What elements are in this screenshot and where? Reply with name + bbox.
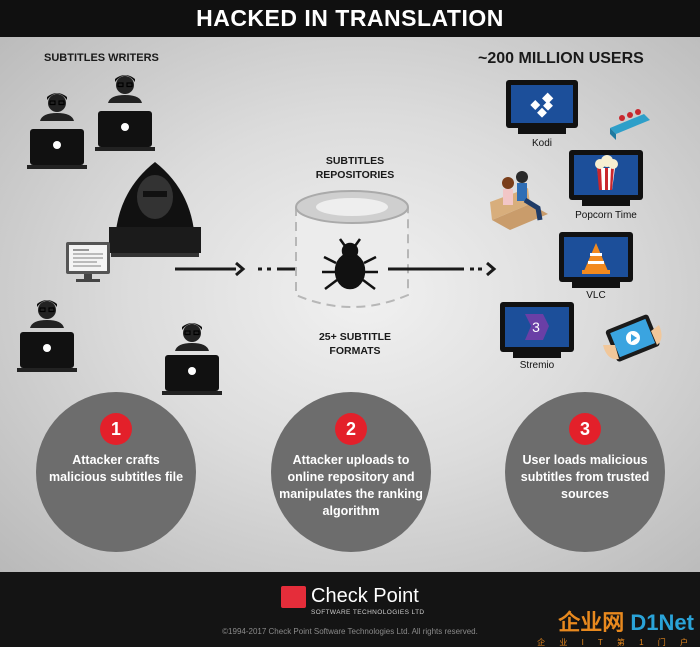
header-bar: HACKED IN TRANSLATION <box>0 0 700 37</box>
popcorn-tv-icon <box>569 150 643 206</box>
copyright-text: ©1994-2017 Check Point Software Technolo… <box>222 627 478 636</box>
brand-name: Check Point <box>311 585 419 607</box>
page-title: HACKED IN TRANSLATION <box>196 5 504 31</box>
step-3-circle: 3 User loads malicious subtitles from tr… <box>505 392 665 552</box>
writer-icon <box>107 74 143 104</box>
infographic-body: 3 SUBTIT <box>0 37 700 572</box>
step-2-circle: 2 Attacker uploads to online repository … <box>271 392 431 552</box>
document-monitor-icon <box>66 242 110 282</box>
step-1-circle: 1 Attacker crafts malicious subtitles fi… <box>36 392 196 552</box>
repositories-label: SUBTITLES REPOSITORIES <box>315 155 395 181</box>
hacker-icon <box>109 162 201 257</box>
users-count-label: ~200 MILLION USERS <box>478 50 644 67</box>
svg-text:3: 3 <box>532 319 540 335</box>
flow-arrow-right <box>388 261 497 277</box>
couple-on-sofa-icon <box>490 171 548 230</box>
flow-arrow-left <box>175 261 300 277</box>
cinema-seats-icon <box>610 109 650 140</box>
device-label-stremio: Stremio <box>519 360 555 371</box>
laptop-icon <box>162 355 222 395</box>
step-description: Attacker uploads to online repository an… <box>279 453 423 518</box>
device-label-popcorn-time: Popcorn Time <box>575 210 637 221</box>
footer-bar: Check Point SOFTWARE TECHNOLOGIES LTD ©1… <box>0 572 700 647</box>
laptop-icon <box>17 332 77 372</box>
step-description: User loads malicious subtitles from trus… <box>520 453 650 501</box>
vlc-tv-icon <box>559 232 633 288</box>
device-label-vlc: VLC <box>586 290 606 301</box>
step-description: Attacker crafts malicious subtitles file <box>48 453 184 484</box>
watermark-sub-text: 企 业 I T 第 1 门 户 <box>537 638 694 647</box>
brand-tagline: SOFTWARE TECHNOLOGIES LTD <box>311 609 425 616</box>
writer-icon <box>39 92 75 122</box>
tablet-hands-icon <box>603 314 662 362</box>
bug-icon <box>322 238 378 290</box>
laptop-icon <box>27 129 87 169</box>
check-point-logo-icon <box>281 586 306 608</box>
subtitles-writers-label: SUBTITLES WRITERS <box>44 52 159 64</box>
kodi-tv-icon <box>506 80 578 134</box>
device-label-kodi: Kodi <box>531 138 552 149</box>
step-number-badge: 1 <box>100 413 132 445</box>
laptop-icon <box>95 111 155 151</box>
stremio-tv-icon: 3 <box>500 302 574 358</box>
step-number-badge: 3 <box>569 413 601 445</box>
writer-icon <box>29 299 65 329</box>
writer-icon <box>174 322 210 352</box>
step-number-badge: 2 <box>335 413 367 445</box>
check-point-logo: Check Point SOFTWARE TECHNOLOGIES LTD <box>281 586 425 616</box>
d1net-watermark: 企业网 D1Net 企 业 I T 第 1 门 户 <box>537 605 694 647</box>
watermark-main-text: 企业网 <box>558 610 625 635</box>
diagram-artwork: 3 <box>17 74 662 395</box>
formats-label: 25+ SUBTITLE FORMATS <box>318 331 392 357</box>
watermark-net-text: D1Net <box>630 610 694 635</box>
